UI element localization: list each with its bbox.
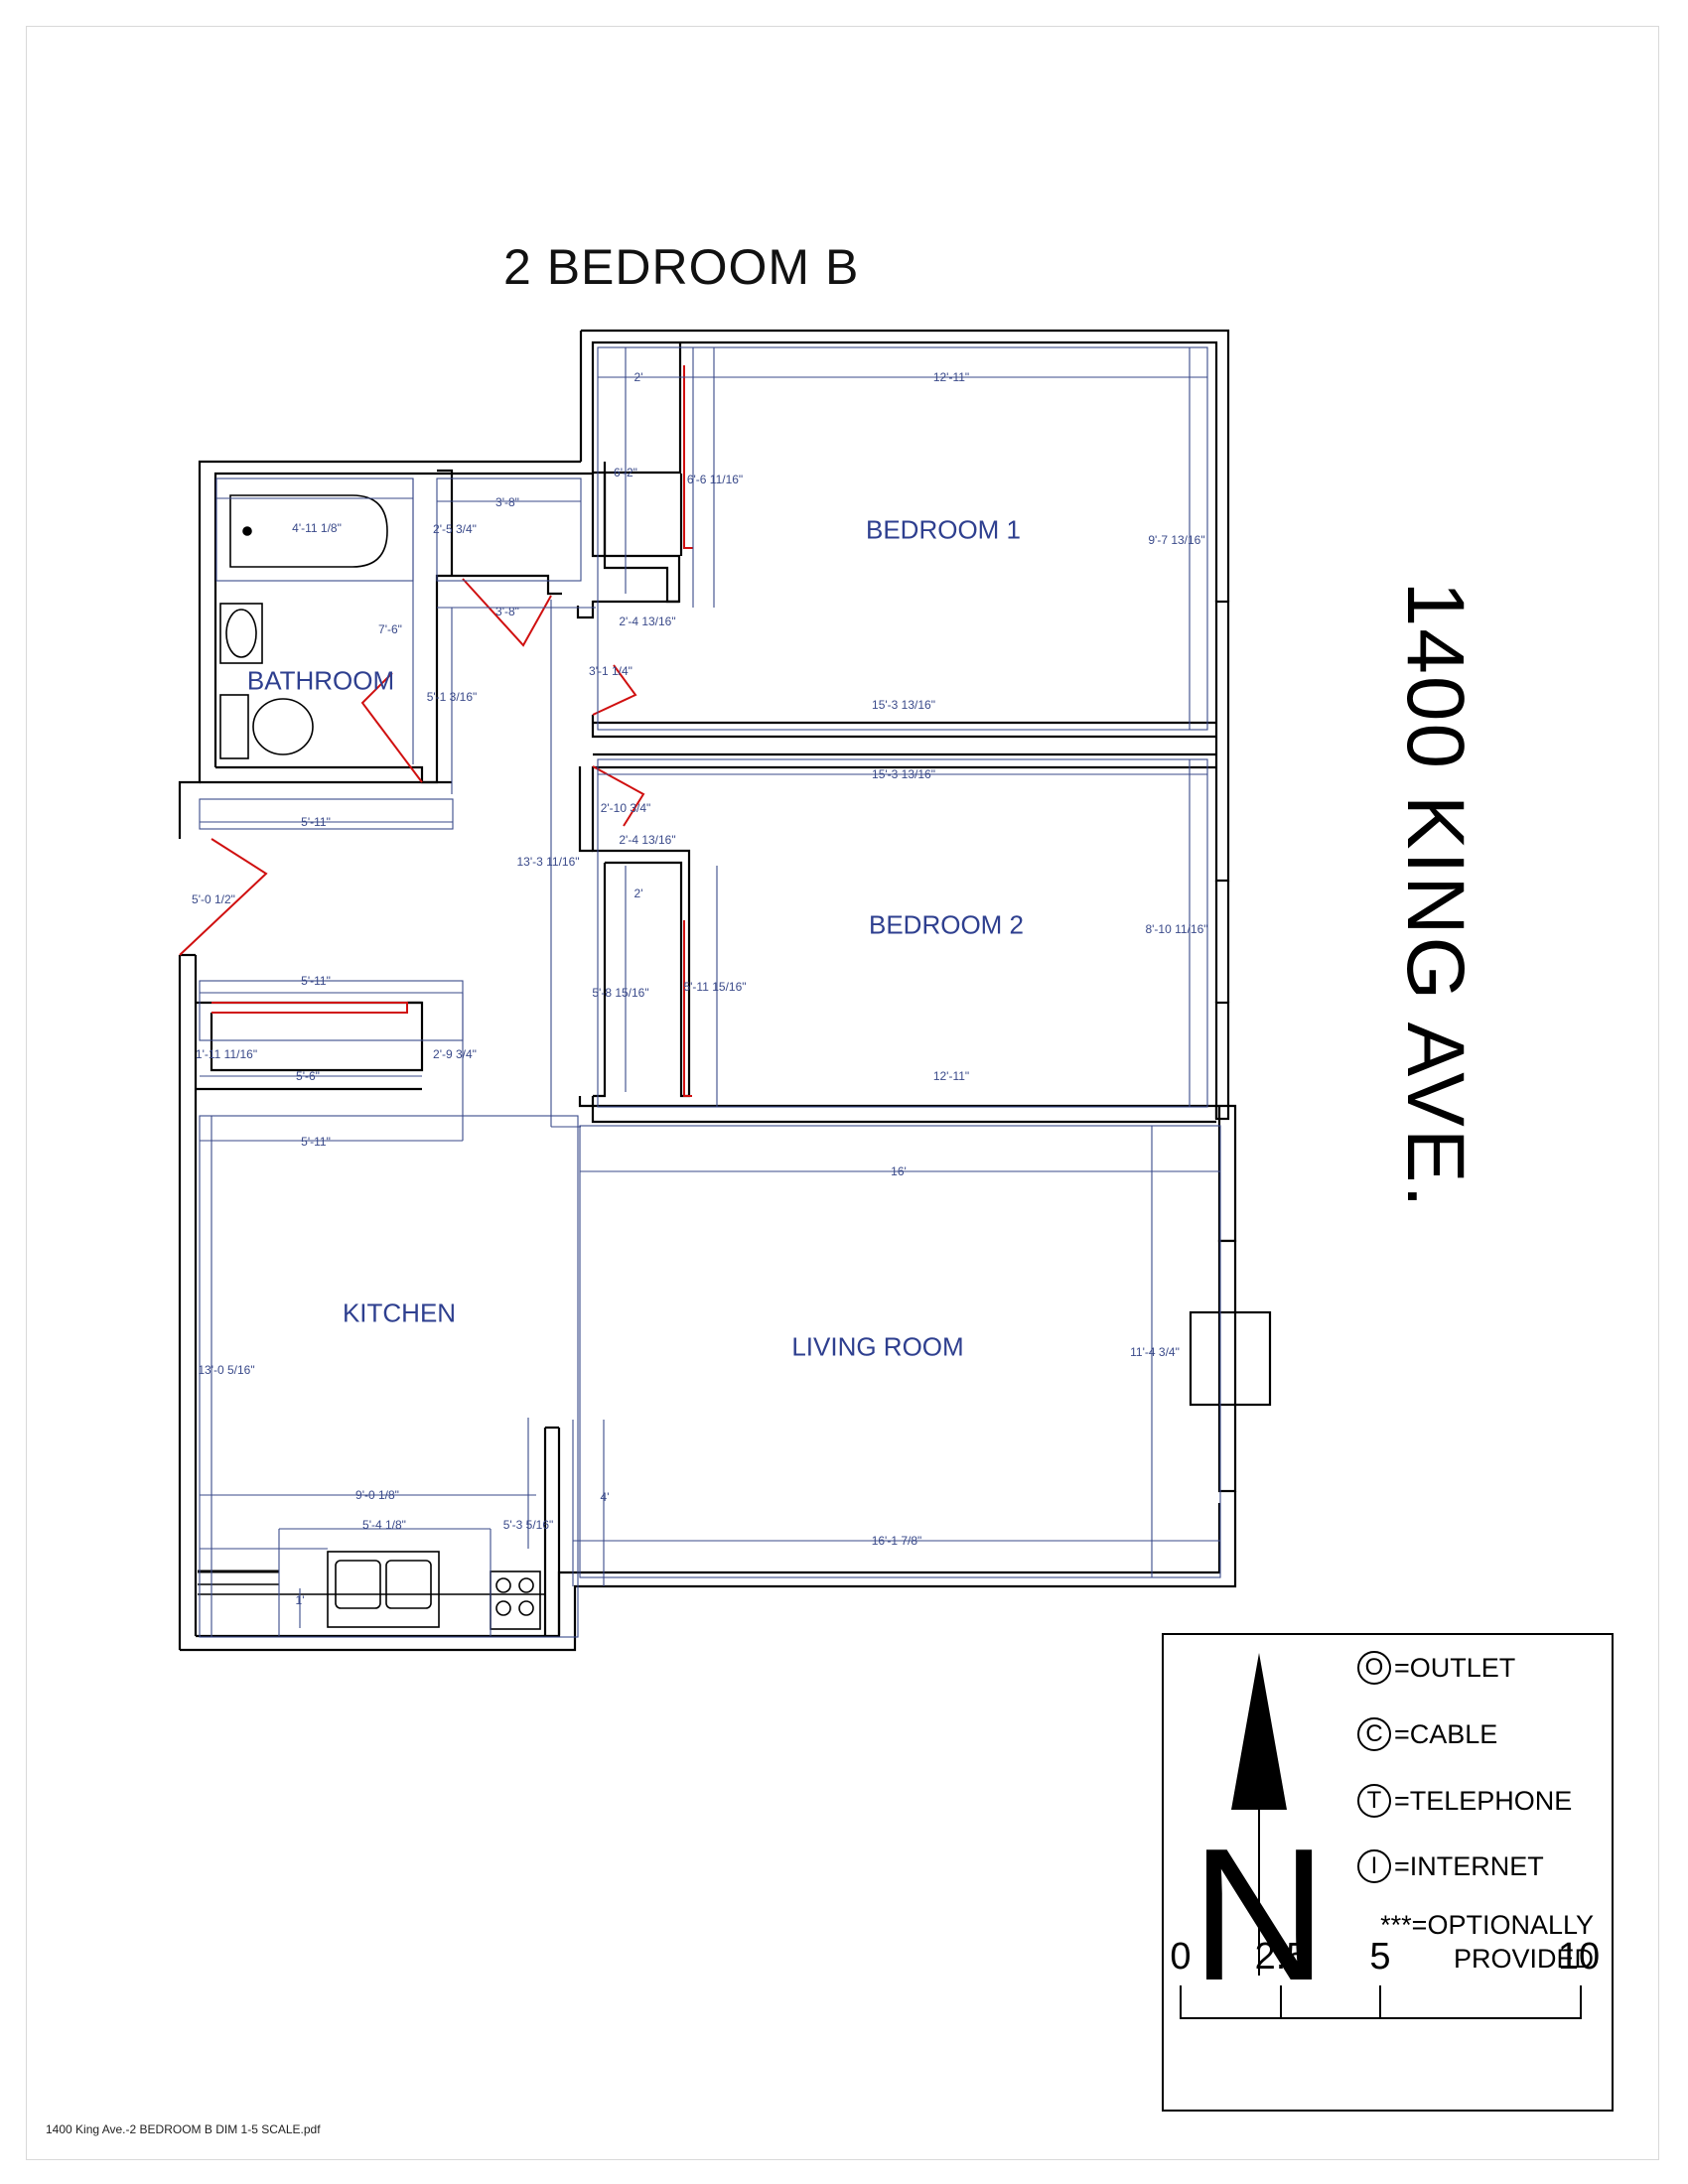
dimension-labels: 2' 12'-11" 6'-2" 6'-6 11/16" 9'-7 13/16"… [192,370,1207,1607]
room-label-kitchen: KITCHEN [342,1297,457,1328]
door-bedroom1 [592,664,637,716]
dim-label: 1'-11 11/16" [196,1047,257,1061]
dim-label: 2'-5 3/4" [433,522,477,536]
room-label-bedroom2: BEDROOM 2 [868,909,1025,940]
north-label: N [1191,1810,1328,2020]
scale-label: 5 [1369,1936,1391,1978]
legend-item-outlet: O =OUTLET [1357,1651,1515,1685]
north-arrow-icon [1231,1653,1287,1810]
dim-label: 1' [296,1593,305,1607]
dim-label: 6'-2" [614,466,637,479]
legend-item-telephone: T =TELEPHONE [1357,1784,1572,1818]
legend-optional-line1: ***=OPTIONALLY [1380,1910,1594,1940]
legend-label: =OUTLET [1394,1652,1516,1683]
doors [179,365,693,1097]
dim-label: 5'-8 15/16" [592,986,648,1000]
dim-label: 5'-11 15/16" [683,980,746,994]
legend-label: =TELEPHONE [1394,1785,1573,1816]
dim-label: 5'-1 3/16" [427,690,478,704]
dim-label: 15'-3 13/16" [872,698,935,712]
street-label: 1400 KING AVE. [1390,581,1480,1210]
dim-label: 11'-4 3/4" [1130,1345,1180,1359]
legend-item-internet: I =INTERNET [1357,1849,1544,1883]
legend-box [1162,1633,1614,2112]
door-bedroom2 [592,765,645,827]
dim-label: 5'-3 5/16" [503,1518,554,1532]
toilet [219,694,249,759]
page-border [26,26,1659,2160]
telephone-symbol-icon: T [1357,1784,1391,1818]
door-hall [462,578,552,647]
file-name-footer: 1400 King Ave.-2 BEDROOM B DIM 1-5 SCALE… [46,2122,321,2136]
dim-label: 5'-11" [301,815,331,829]
plan-title: 2 BEDROOM B [503,239,860,295]
dim-label: 5'-4 1/8" [362,1518,406,1532]
legend-label: =CABLE [1394,1718,1498,1749]
dim-label: 5'-11" [301,1135,331,1149]
dim-label: 12'-11" [933,370,969,384]
cable-symbol-icon: C [1357,1717,1391,1751]
closet-door-bedroom1 [683,365,693,549]
dim-label: 4' [601,1490,610,1504]
dim-label: 5'-0 1/2" [192,892,235,906]
dim-label: 8'-10 11/16" [1145,922,1207,936]
room-label-bathroom: BATHROOM [246,665,395,696]
scale-bar [1180,1985,1582,2019]
dim-label: 9'-7 13/16" [1148,533,1204,547]
dim-label: 2' [634,887,643,900]
bathroom-sink [219,603,263,664]
dim-label: 5'-11" [301,974,331,988]
dim-label: 9'-0 1/8" [355,1488,399,1502]
dim-label: 6'-6 11/16" [687,473,743,486]
room-label-living-room: LIVING ROOM [791,1331,964,1362]
dim-label: 2'-10 3/4" [601,801,651,815]
legend-optional-line2: PROVIDED [1453,1944,1594,1974]
dim-label: 3'-8" [495,605,519,618]
door-entry [179,838,268,956]
dim-label: 16'-1 7/8" [872,1534,922,1548]
bathtub [229,494,388,568]
internet-symbol-icon: I [1357,1849,1391,1883]
room-label-bedroom1: BEDROOM 1 [865,514,1022,545]
dim-label: 3'-1 1/4" [589,664,633,678]
dim-label: 2'-4 13/16" [619,833,675,847]
legend-optional-note: ***=OPTIONALLY PROVIDED [1365,1908,1594,1976]
door-bathroom [360,672,423,783]
dim-label: 4'-11 1/8" [292,521,342,535]
outlet-symbol-icon: O [1357,1651,1391,1685]
dim-label: 2'-4 13/16" [619,614,675,628]
dim-label: 3'-8" [495,495,519,509]
north-arrow [1231,1653,1287,1976]
dim-label: 15'-3 13/16" [872,767,935,781]
dim-label: 13'-0 5/16" [198,1363,254,1377]
legend-item-cable: C =CABLE [1357,1717,1497,1751]
scale-label: 0 [1170,1936,1192,1978]
dim-label: 2' [634,370,643,384]
dim-label: 5'-6" [296,1069,320,1083]
walls [178,329,1272,1652]
legend-label: =INTERNET [1394,1850,1544,1881]
closet-door-hall [211,1002,408,1014]
dim-label: 12'-11" [933,1069,969,1083]
scale-label: 2.5 [1254,1936,1308,1978]
kitchen-sink [327,1551,440,1628]
dimension-lines [199,346,1221,1638]
dim-label: 16' [891,1164,907,1178]
dim-label: 2'-9 3/4" [433,1047,477,1061]
dim-label: 7'-6" [378,622,402,636]
closet-door-bedroom2 [683,920,692,1097]
dim-label: 13'-3 11/16" [516,855,579,869]
scale-label: 10 [1557,1936,1601,1978]
